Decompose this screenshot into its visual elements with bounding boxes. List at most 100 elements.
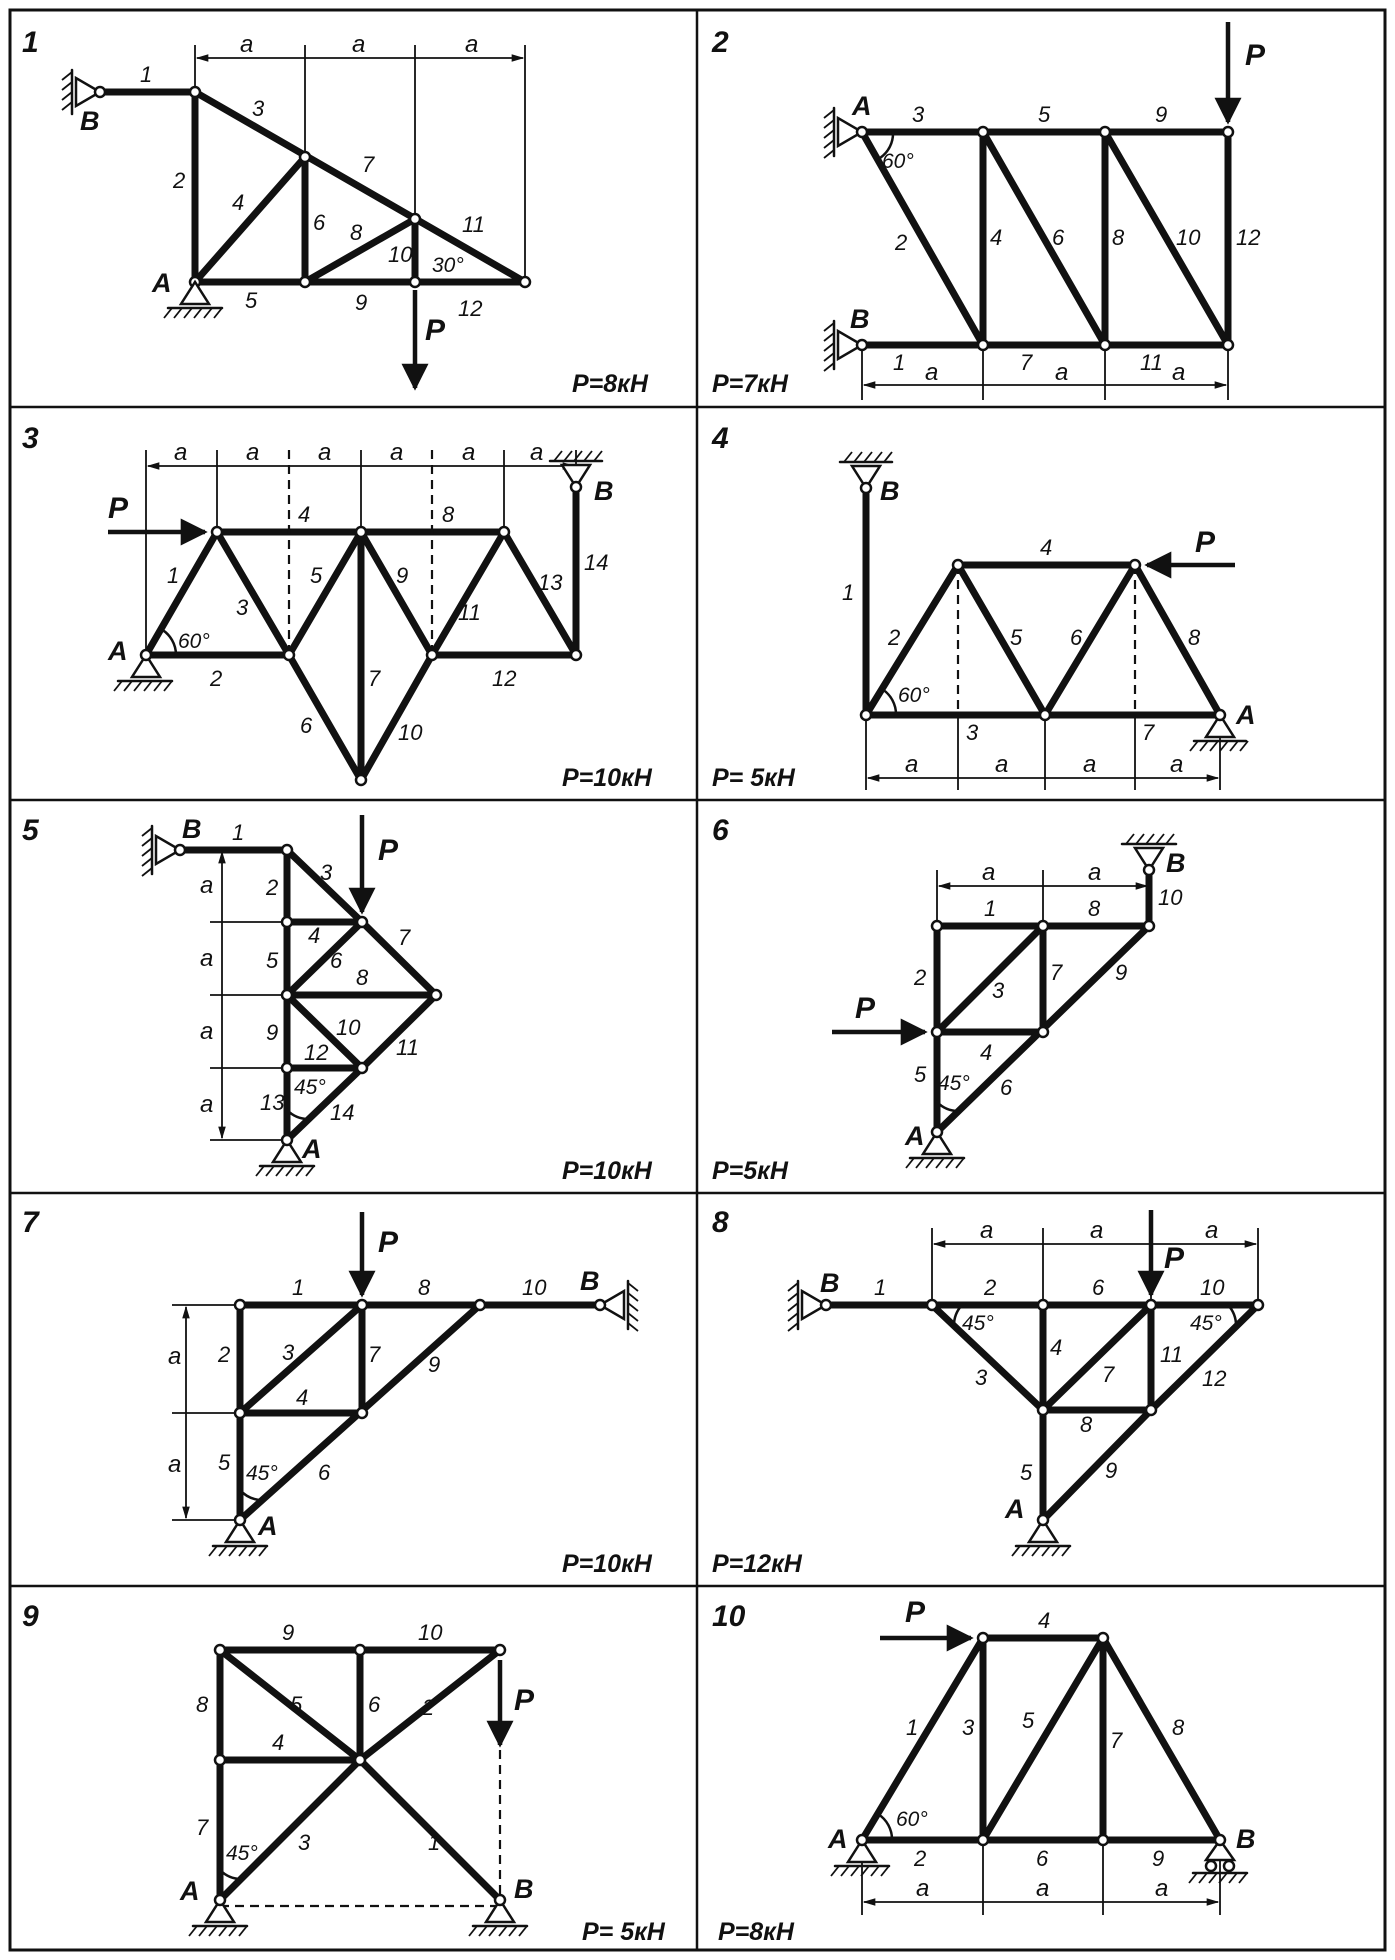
support-label-b: B xyxy=(182,814,202,844)
angle-label: 60° xyxy=(178,630,210,653)
support-a xyxy=(188,1893,249,1937)
force-label: P xyxy=(905,1596,926,1629)
support-label-a: A xyxy=(904,1121,925,1151)
member-labels: 1 2 3 4 5 6 7 8 9 10 11 12 xyxy=(893,102,1260,375)
panel-number: 2 xyxy=(711,26,729,59)
support-b xyxy=(468,1893,529,1937)
svg-text:3: 3 xyxy=(992,978,1005,1003)
support-a xyxy=(1011,1513,1072,1557)
node-markers xyxy=(213,1643,507,1767)
panel-number: 10 xyxy=(712,1600,746,1633)
load-value: P=12кН xyxy=(712,1550,803,1578)
dim-label: a xyxy=(1155,1875,1168,1902)
node-markers xyxy=(859,558,1142,722)
dimension-lines xyxy=(935,870,1150,1113)
force-label: P xyxy=(425,314,446,347)
force-label: P xyxy=(1195,526,1216,559)
load-value: P=10кН xyxy=(562,764,653,792)
svg-text:5: 5 xyxy=(1022,1708,1035,1733)
svg-text:1: 1 xyxy=(906,1715,918,1740)
dim-label: a xyxy=(200,1018,213,1045)
svg-text:5: 5 xyxy=(914,1062,927,1087)
panel-number: 7 xyxy=(22,1206,40,1239)
svg-text:8: 8 xyxy=(356,965,369,990)
svg-text:7: 7 xyxy=(1102,1362,1115,1387)
dim-label: a xyxy=(200,1091,213,1118)
svg-text:2: 2 xyxy=(913,1846,926,1871)
svg-text:1: 1 xyxy=(842,580,854,605)
svg-text:8: 8 xyxy=(1188,625,1201,650)
support-b xyxy=(1120,833,1178,877)
svg-text:5: 5 xyxy=(266,948,279,973)
svg-text:3: 3 xyxy=(975,1365,988,1390)
panel-9: 9 xyxy=(22,1600,666,1946)
svg-text:6: 6 xyxy=(1000,1075,1013,1100)
panel-2: 2 xyxy=(711,22,1266,400)
svg-text:9: 9 xyxy=(1155,102,1167,127)
svg-text:9: 9 xyxy=(355,290,367,315)
load-value: P=10кН xyxy=(562,1157,653,1185)
svg-text:8: 8 xyxy=(418,1275,431,1300)
svg-text:13: 13 xyxy=(260,1090,285,1115)
panel-number: 6 xyxy=(712,814,729,847)
svg-text:10: 10 xyxy=(418,1620,443,1645)
svg-text:8: 8 xyxy=(196,1692,209,1717)
svg-text:2: 2 xyxy=(217,1342,230,1367)
svg-text:11: 11 xyxy=(1140,350,1163,375)
panel-number: 8 xyxy=(712,1206,729,1239)
svg-text:6: 6 xyxy=(368,1692,381,1717)
svg-text:5: 5 xyxy=(1038,102,1051,127)
load-value: P=10кН xyxy=(562,1550,653,1578)
support-label-b: B xyxy=(80,106,100,136)
svg-text:7: 7 xyxy=(1020,350,1033,375)
load-value: P=7кН xyxy=(712,370,789,398)
support-b xyxy=(838,451,894,495)
load-value: P=8кН xyxy=(718,1918,795,1946)
truss-members xyxy=(216,1646,504,1904)
svg-text:3: 3 xyxy=(320,860,333,885)
svg-text:3: 3 xyxy=(966,720,979,745)
panel-number: 5 xyxy=(22,814,40,847)
panel-number: 9 xyxy=(22,1600,39,1633)
support-label-a: A xyxy=(1235,700,1256,730)
svg-text:2: 2 xyxy=(894,230,907,255)
svg-text:3: 3 xyxy=(236,595,249,620)
svg-text:8: 8 xyxy=(1172,1715,1185,1740)
svg-text:2: 2 xyxy=(983,1275,996,1300)
svg-text:12: 12 xyxy=(1202,1366,1226,1391)
panel-4: 4 xyxy=(711,422,1256,792)
svg-text:8: 8 xyxy=(442,502,455,527)
sheet-grid xyxy=(8,8,1387,1952)
load-value: P=5кН xyxy=(712,1157,789,1185)
dim-label: a xyxy=(352,31,365,58)
node-markers xyxy=(976,1631,1110,1847)
svg-text:3: 3 xyxy=(252,96,265,121)
support-label-a: A xyxy=(151,268,172,298)
svg-text:7: 7 xyxy=(196,1815,209,1840)
svg-text:3: 3 xyxy=(912,102,925,127)
force-label: P xyxy=(1245,39,1266,72)
svg-text:4: 4 xyxy=(272,1730,284,1755)
support-label-a: A xyxy=(851,91,872,121)
node-markers xyxy=(210,525,583,787)
svg-text:7: 7 xyxy=(368,666,381,691)
angle-label: 60° xyxy=(896,1808,928,1831)
svg-text:6: 6 xyxy=(1052,225,1065,250)
angle-label: 60° xyxy=(882,150,914,173)
svg-text:1: 1 xyxy=(292,1275,304,1300)
member-labels: 1 2 3 4 5 6 7 8 9 10 xyxy=(217,1275,547,1485)
svg-text:7: 7 xyxy=(362,152,375,177)
svg-text:3: 3 xyxy=(962,1715,975,1740)
support-a xyxy=(113,648,174,692)
svg-text:6: 6 xyxy=(330,948,343,973)
svg-text:11: 11 xyxy=(458,600,481,625)
dim-label: a xyxy=(168,1451,181,1478)
support-label-a: A xyxy=(301,1134,322,1164)
svg-text:14: 14 xyxy=(584,550,608,575)
load-value: P= 5кН xyxy=(582,1918,666,1946)
svg-text:9: 9 xyxy=(1115,960,1127,985)
support-label-a: A xyxy=(107,636,128,666)
panel-7: 7 xyxy=(22,1206,653,1578)
svg-text:7: 7 xyxy=(1142,720,1155,745)
svg-text:10: 10 xyxy=(398,720,423,745)
